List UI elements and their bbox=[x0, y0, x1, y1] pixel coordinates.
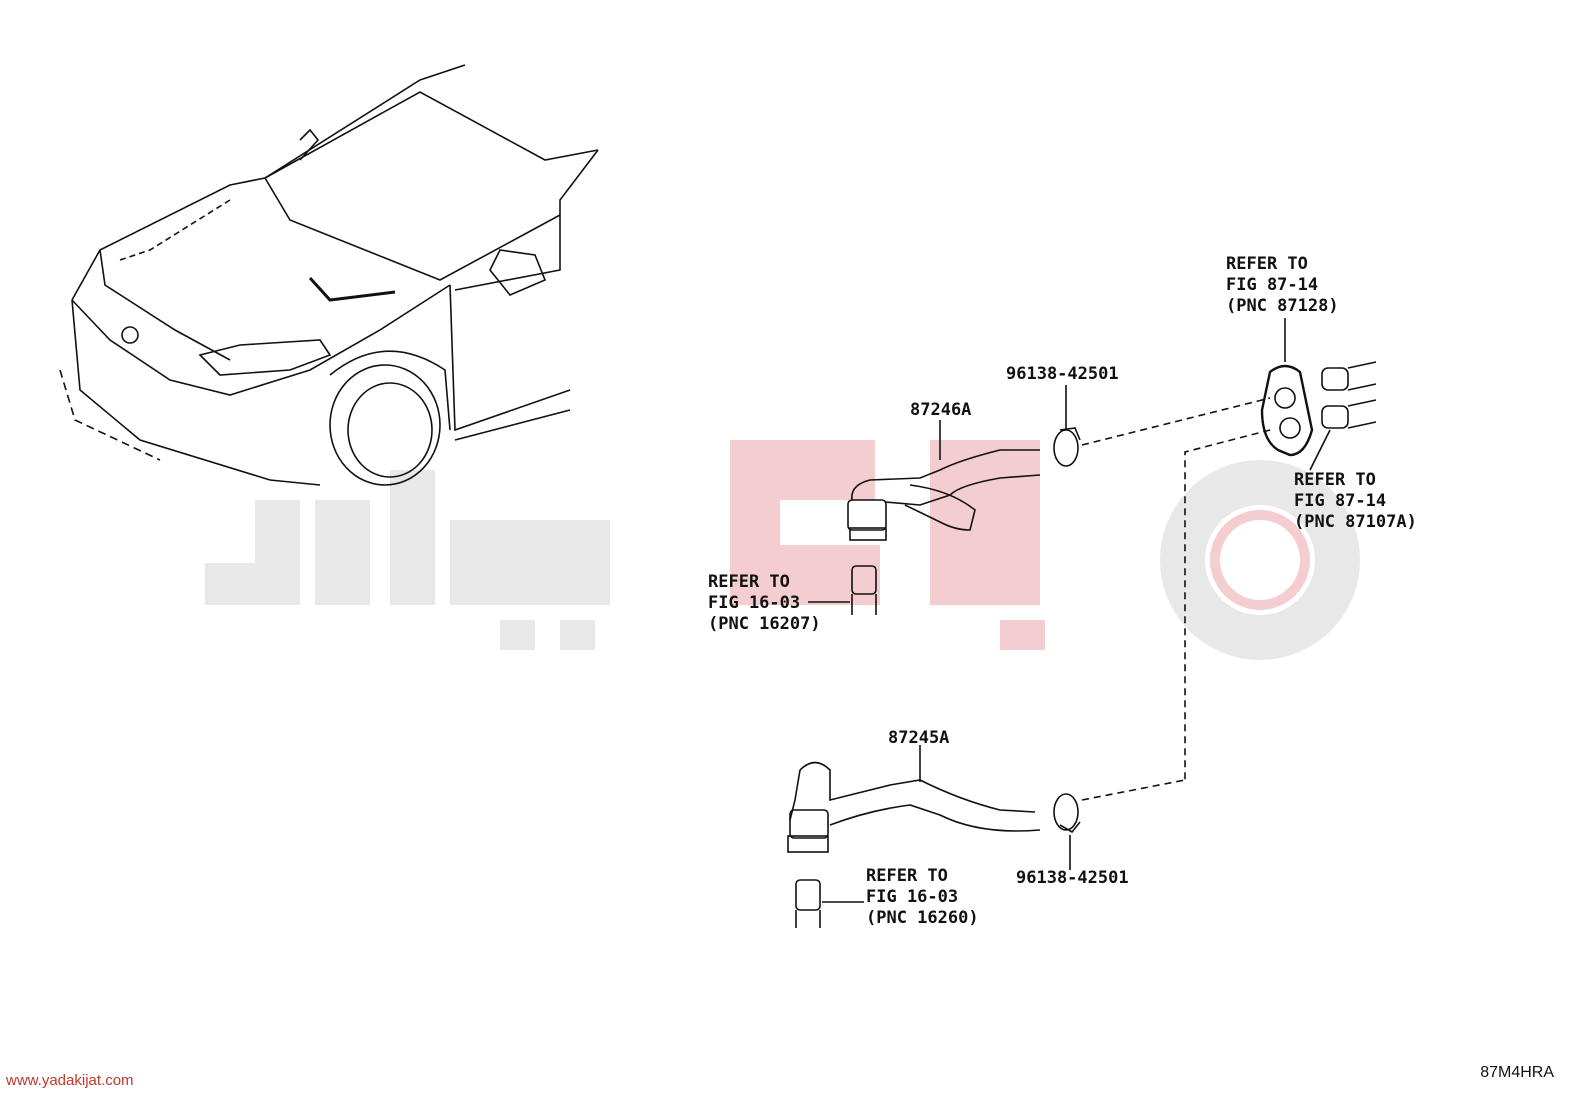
clip-lower bbox=[1053, 779, 1186, 870]
grommet-87128 bbox=[1184, 318, 1314, 780]
ref-line: (PNC 16207) bbox=[708, 614, 821, 634]
clip-upper bbox=[1053, 385, 1271, 467]
ref-line: REFER TO bbox=[1294, 470, 1376, 490]
hose-87246a bbox=[847, 420, 1041, 541]
watermark-url[interactable]: www.yadakijat.com bbox=[6, 1072, 134, 1089]
label-clip-upper: 96138-42501 bbox=[1006, 364, 1119, 384]
pipes-87107a bbox=[1309, 361, 1377, 471]
ref-line: (PNC 16260) bbox=[866, 908, 979, 928]
pipe-16260 bbox=[795, 879, 864, 928]
hose-87245a bbox=[787, 745, 1041, 853]
ref-line: FIG 87-14 bbox=[1294, 491, 1387, 511]
ref-line: REFER TO bbox=[866, 866, 948, 886]
ref-top-right: REFER TO FIG 87-14 (PNC 87128) bbox=[1226, 254, 1339, 317]
ref-line: (PNC 87128) bbox=[1226, 296, 1339, 316]
car-illustration bbox=[59, 64, 599, 486]
ref-line: FIG 87-14 bbox=[1226, 275, 1319, 295]
ref-line: FIG 16-03 bbox=[866, 887, 959, 907]
ref-line: FIG 16-03 bbox=[708, 593, 801, 613]
ref-middle-left: REFER TO FIG 16-03 (PNC 16207) bbox=[708, 572, 821, 635]
label-clip-lower: 96138-42501 bbox=[1016, 868, 1129, 888]
label-hose-87245a: 87245A bbox=[888, 728, 950, 748]
ref-right: REFER TO FIG 87-14 (PNC 87107A) bbox=[1294, 470, 1417, 533]
figure-code: 87M4HRA bbox=[1480, 1064, 1554, 1081]
ref-bottom: REFER TO FIG 16-03 (PNC 16260) bbox=[866, 866, 979, 929]
watermark-logo bbox=[205, 440, 1360, 660]
ref-line: (PNC 87107A) bbox=[1294, 512, 1417, 532]
label-hose-87246a: 87246A bbox=[910, 400, 972, 420]
pipe-16207 bbox=[808, 565, 877, 615]
ref-line: REFER TO bbox=[1226, 254, 1308, 274]
ref-line: REFER TO bbox=[708, 572, 790, 592]
